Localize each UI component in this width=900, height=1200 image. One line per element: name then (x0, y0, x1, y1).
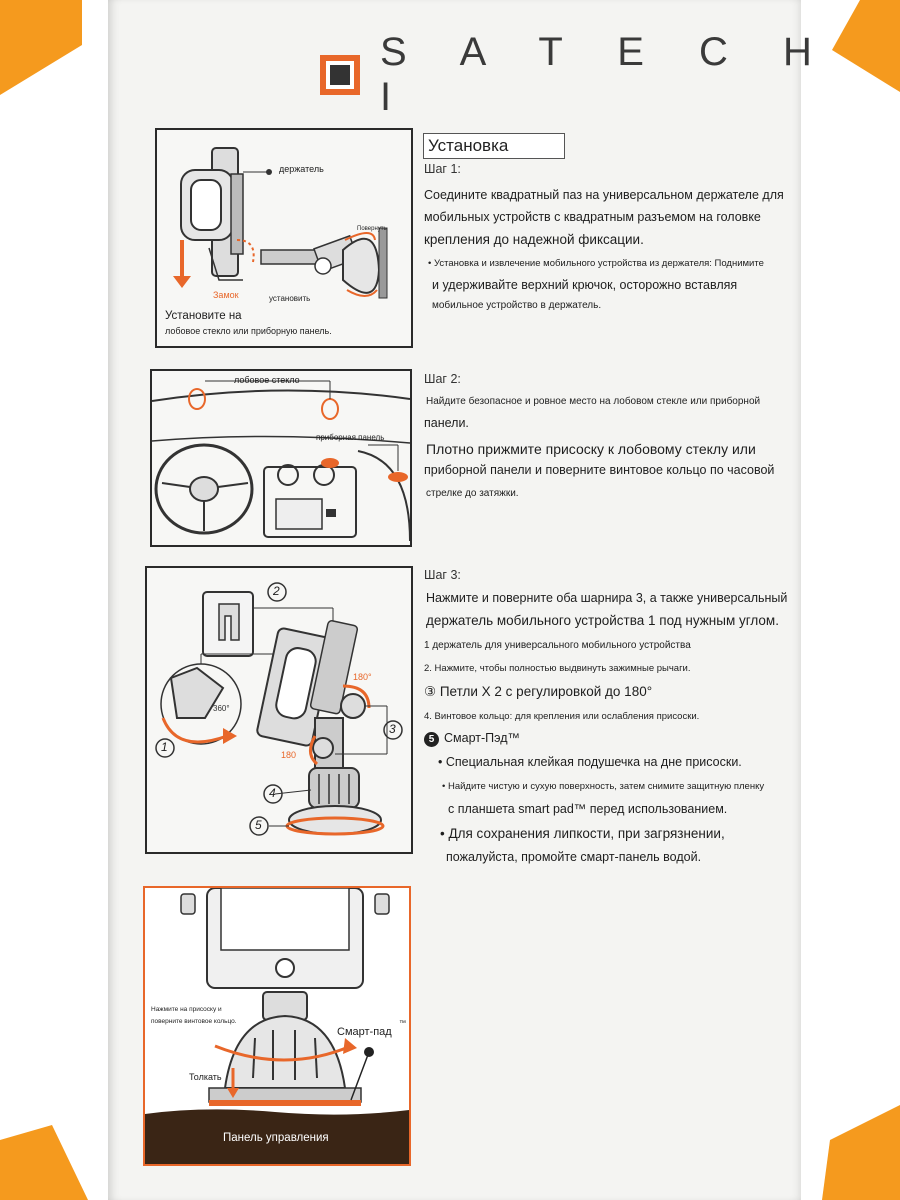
corner-decor-top-left (0, 0, 82, 95)
satechi-logo-mark-icon (320, 55, 360, 95)
part-number-4: 4 (269, 786, 276, 800)
satechi-logo: S A T E C H I (320, 30, 900, 119)
step1-figure: держатель Замок установить Повернуть Уст… (155, 128, 413, 348)
label-mount: установить (269, 294, 311, 303)
corner-decor-bottom-right (822, 1105, 900, 1200)
step3-item: 2. Нажмите, чтобы полностью выдвинуть за… (424, 663, 691, 674)
dashboard-caption: Панель управления (223, 1132, 329, 1144)
label-push: Толкать (189, 1072, 222, 1082)
smartpad-bullet: • Найдите чистую и сухую поверхность, за… (442, 781, 765, 792)
step3-heading: Шаг 3: (424, 568, 461, 582)
part-number-3: 3 (389, 722, 396, 736)
step1-caption-2: лобовое стекло или приборную панель. (165, 326, 332, 336)
corner-decor-top-right (832, 0, 900, 92)
part-number-5: 5 (255, 818, 262, 832)
label-holder: держатель (279, 164, 324, 174)
step4-note-1: Нажмите на присоску и (151, 1006, 222, 1013)
dashboard-mount-illustration (145, 888, 409, 1164)
step2-figure: лобовое стекло приборная панель (150, 369, 412, 547)
label-lock: Замок (213, 290, 239, 300)
step3-figure: 2 1 3 4 5 360° 180° 180 (145, 566, 413, 854)
smartpad-number-badge: 5 (424, 732, 439, 747)
label-windshield: лобовое стекло (234, 375, 300, 385)
smartpad-bullet: пожалуйста, промойте смарт-панель водой. (446, 850, 702, 864)
smartpad-title: Смарт-Пэд™ (444, 731, 521, 745)
holder-illustration (173, 147, 388, 299)
step2-heading: Шаг 2: (424, 372, 461, 386)
label-180-bottom: 180 (281, 750, 297, 760)
corner-decor-bottom-left (0, 1125, 88, 1200)
label-smartpad-tm: ™ (399, 1020, 406, 1027)
step1-note: и удерживайте верхний крючок, осторожно … (432, 278, 738, 292)
mount-parts-illustration (155, 582, 403, 836)
step1-line: Соедините квадратный паз на универсально… (424, 188, 784, 202)
step3-line: держатель мобильного устройства 1 под ну… (426, 613, 779, 628)
install-title: Установка (423, 133, 565, 159)
part-number-1: 1 (161, 740, 168, 754)
step2-line: панели. (424, 416, 469, 430)
label-dashboard: приборная панель (316, 433, 385, 442)
step3-item: 1 держатель для универсального мобильног… (424, 640, 691, 651)
step3-item: 4. Винтовое кольцо: для крепления или ос… (424, 711, 700, 722)
smartpad-bullet: • Специальная клейкая подушечка на дне п… (438, 755, 742, 769)
step2-bold-line: приборной панели и поверните винтовое ко… (424, 463, 775, 477)
step1-note: • Установка и извлечение мобильного устр… (428, 258, 764, 269)
label-smartpad: Смарт-пад (337, 1026, 392, 1038)
label-rotate: Повернуть (357, 226, 387, 232)
step2-bold-line: Плотно прижмите присоску к лобовому стек… (426, 441, 756, 457)
step1-note: мобильное устройство в держатель. (432, 300, 602, 311)
step1-line: мобильных устройств с квадратным разъемо… (424, 210, 761, 224)
step4-figure: Нажмите на присоску и поверните винтовое… (143, 886, 411, 1166)
step4-note-2: поверните винтовое кольцо. (151, 1018, 237, 1025)
step1-caption-1: Установите на (165, 310, 242, 322)
car-interior-illustration (152, 380, 410, 542)
step2-line: Найдите безопасное и ровное место на лоб… (426, 396, 761, 407)
brand-name: S A T E C H I (379, 30, 834, 119)
step2-bold-line: стрелке до затяжки. (426, 488, 519, 499)
step3-line: Нажмите и поверните оба шарнира 3, а так… (426, 591, 788, 605)
smartpad-bullet: с планшета smart pad™ перед использовани… (448, 802, 728, 816)
label-360: 360° (213, 704, 230, 713)
step1-line: крепления до надежной фиксации. (424, 232, 644, 247)
step3-item: ③ Петли X 2 с регулировкой до 180° (424, 684, 653, 699)
part-number-2: 2 (273, 584, 280, 598)
label-180-top: 180° (353, 672, 372, 682)
smartpad-bullet: • Для сохранения липкости, при загрязнен… (440, 826, 725, 841)
step1-heading: Шаг 1: (424, 162, 461, 176)
